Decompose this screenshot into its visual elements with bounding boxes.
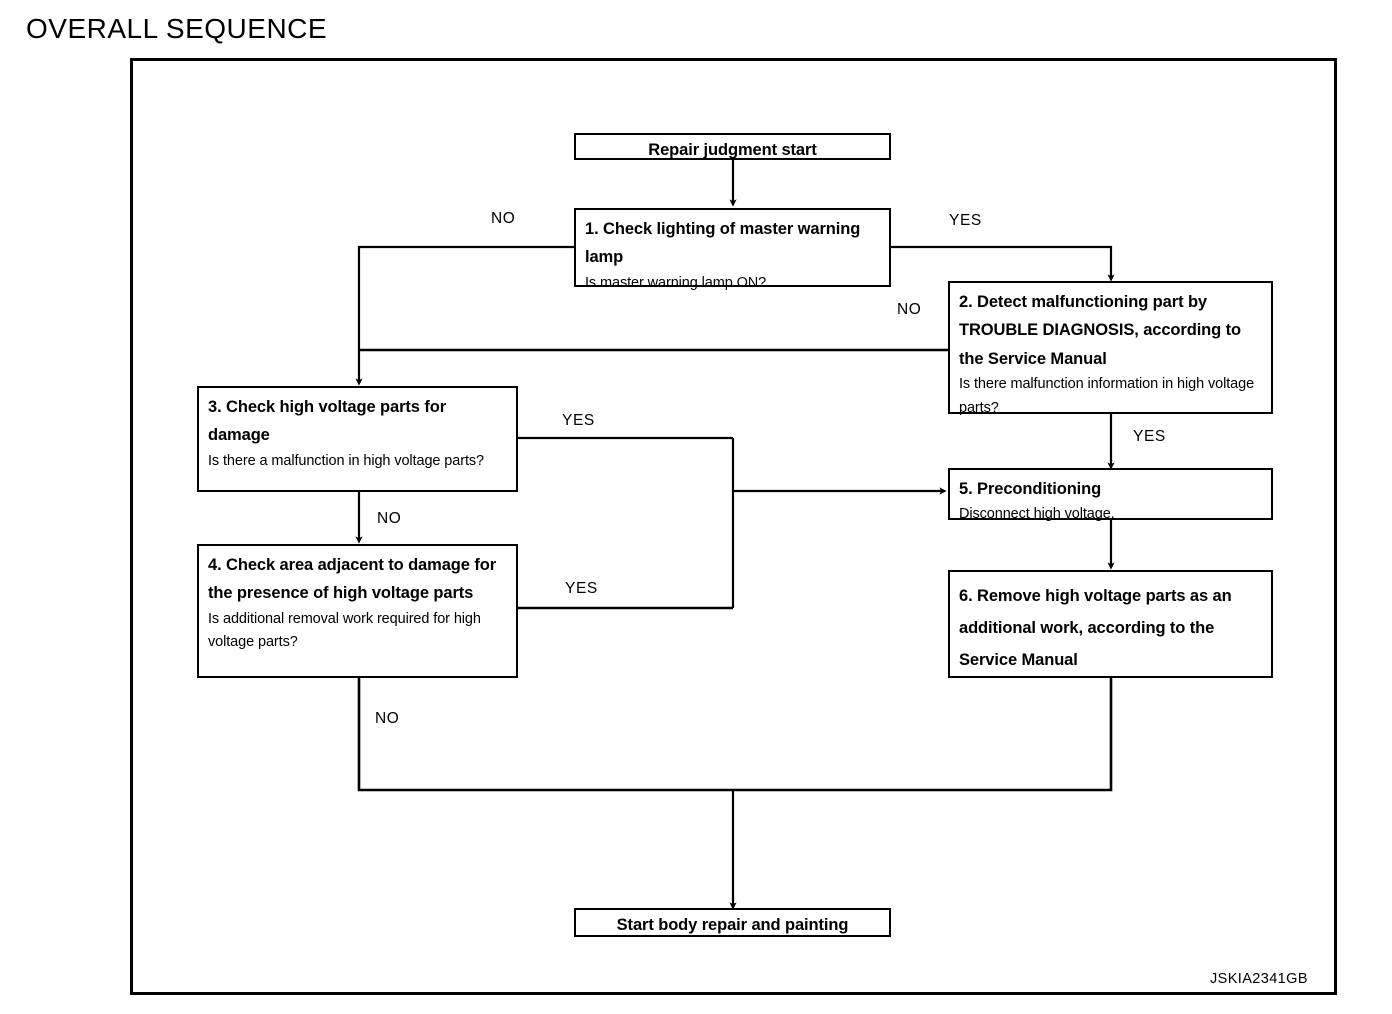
node-title: 6. Remove high voltage parts as an addit…	[959, 587, 1232, 670]
node-subtitle: Is there a malfunction in high voltage p…	[208, 452, 484, 469]
node-title: 1. Check lighting of master warning lamp	[585, 220, 861, 267]
node-step-3-check-high-voltage-parts: 3. Check high voltage parts for damage I…	[197, 386, 518, 492]
page-title: OVERALL SEQUENCE	[26, 13, 328, 44]
node-repair-judgment-start: Repair judgment start	[574, 133, 891, 160]
edge-label-step4-no: NO	[375, 710, 400, 727]
edge-label-step1-yes: YES	[949, 212, 982, 229]
node-title: 4. Check area adjacent to damage for the…	[208, 556, 497, 603]
node-title: Repair judgment start	[648, 141, 817, 159]
node-step-5-preconditioning: 5. Preconditioning Disconnect high volta…	[948, 468, 1273, 522]
node-step-4-check-area-adjacent: 4. Check area adjacent to damage for the…	[197, 544, 518, 678]
edge-label-step3-no: NO	[377, 510, 402, 527]
node-subtitle: Is additional removal work required for …	[208, 610, 481, 651]
node-step-1-check-lighting: 1. Check lighting of master warning lamp…	[574, 208, 891, 291]
edge-label-step2-yes: YES	[1133, 428, 1166, 445]
node-title: 5. Preconditioning	[959, 480, 1102, 498]
edge-label-step2-no: NO	[897, 301, 922, 318]
figure-reference-code: JSKIA2341GB	[1210, 971, 1308, 987]
node-subtitle: Disconnect high voltage.	[959, 506, 1115, 523]
edge-label-step3-yes: YES	[562, 412, 595, 429]
node-title: 2. Detect malfunctioning part by TROUBLE…	[959, 293, 1242, 368]
node-step-6-remove-high-voltage-parts: 6. Remove high voltage parts as an addit…	[948, 570, 1273, 678]
node-title: Start body repair and painting	[616, 916, 849, 934]
node-title: 3. Check high voltage parts for damage	[208, 398, 447, 445]
node-start-body-repair-and-painting: Start body repair and painting	[574, 908, 891, 937]
node-subtitle: Is master warning lamp ON?	[585, 274, 767, 291]
node-subtitle: Is there malfunction information in high…	[959, 376, 1255, 416]
node-step-2-detect-malfunctioning-part: 2. Detect malfunctioning part by TROUBLE…	[948, 281, 1273, 416]
edge-label-step4-yes: YES	[565, 580, 598, 597]
edge-label-step1-no: NO	[491, 210, 516, 227]
